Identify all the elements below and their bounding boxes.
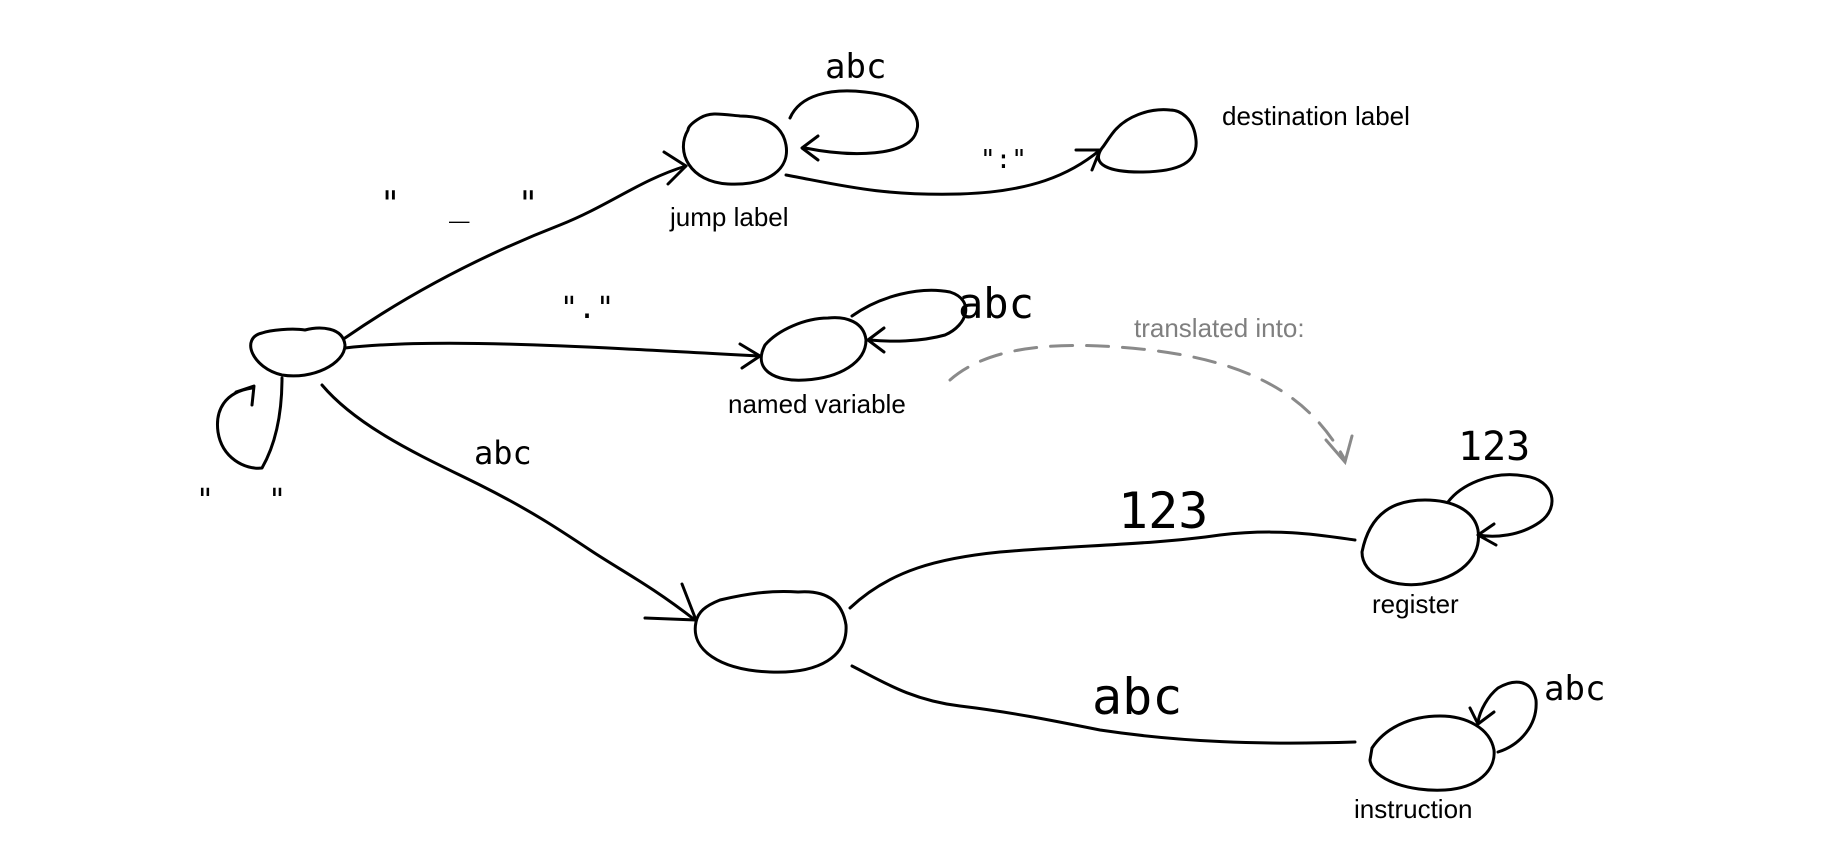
named-variable-loop — [850, 288, 968, 343]
arrowhead — [1476, 522, 1498, 547]
word-state — [693, 590, 848, 674]
transition-label-to-register: 123 — [1118, 482, 1208, 540]
transition-label-instruction-loop: abc — [1544, 669, 1605, 709]
state-label-jump-label: jump label — [669, 202, 789, 232]
register-state — [1360, 498, 1480, 587]
edge-start-to-jump-label — [343, 164, 688, 340]
transition-label-to-destination: ":" — [980, 145, 1027, 175]
arrowhead — [234, 384, 256, 407]
transition-label-to-word: abc — [474, 434, 532, 472]
edge-start-to-named-variable — [343, 341, 762, 358]
state-label-register: register — [1372, 589, 1459, 619]
transition-label-to-instruction: abc — [1092, 668, 1182, 726]
edge-word-to-register — [848, 530, 1357, 610]
instruction-loop — [1476, 680, 1538, 754]
transition-label-to-named-variable: "." — [560, 291, 614, 326]
edge-word-to-instruction — [850, 664, 1357, 745]
translation-arrow — [948, 343, 1347, 462]
arrowhead — [643, 582, 698, 622]
transition-label-start-loop: " " — [196, 483, 304, 518]
arrowhead — [800, 134, 820, 162]
start-state — [249, 326, 347, 378]
translation-annotation: translated into: — [1134, 313, 1305, 343]
named-variable-state — [759, 316, 868, 382]
register-loop — [1446, 473, 1554, 538]
arrowhead — [738, 342, 762, 370]
arrowhead — [866, 326, 886, 354]
arrowhead — [662, 150, 688, 186]
jump-label-loop — [788, 89, 919, 156]
state-label-instruction: instruction — [1354, 794, 1473, 824]
arrowhead — [1324, 434, 1354, 466]
instruction-state — [1368, 714, 1496, 792]
transition-label-named-variable-loop: abc — [958, 279, 1034, 328]
edge-start-to-word — [320, 383, 697, 622]
destination-label-state — [1097, 108, 1198, 174]
arrowhead — [1468, 706, 1496, 726]
state-label-named-variable: named variable — [728, 389, 906, 419]
state-label-destination-label: destination label — [1222, 101, 1410, 131]
transition-label-register-loop: 123 — [1458, 424, 1530, 470]
start-loop — [215, 376, 284, 470]
transition-label-jump-label-loop: abc — [825, 47, 886, 87]
jump-label-state — [682, 112, 788, 186]
arrowhead — [1074, 148, 1102, 172]
transition-label-to-jump-label: " _ " — [380, 184, 552, 224]
edge-jump-to-destination — [784, 148, 1102, 196]
